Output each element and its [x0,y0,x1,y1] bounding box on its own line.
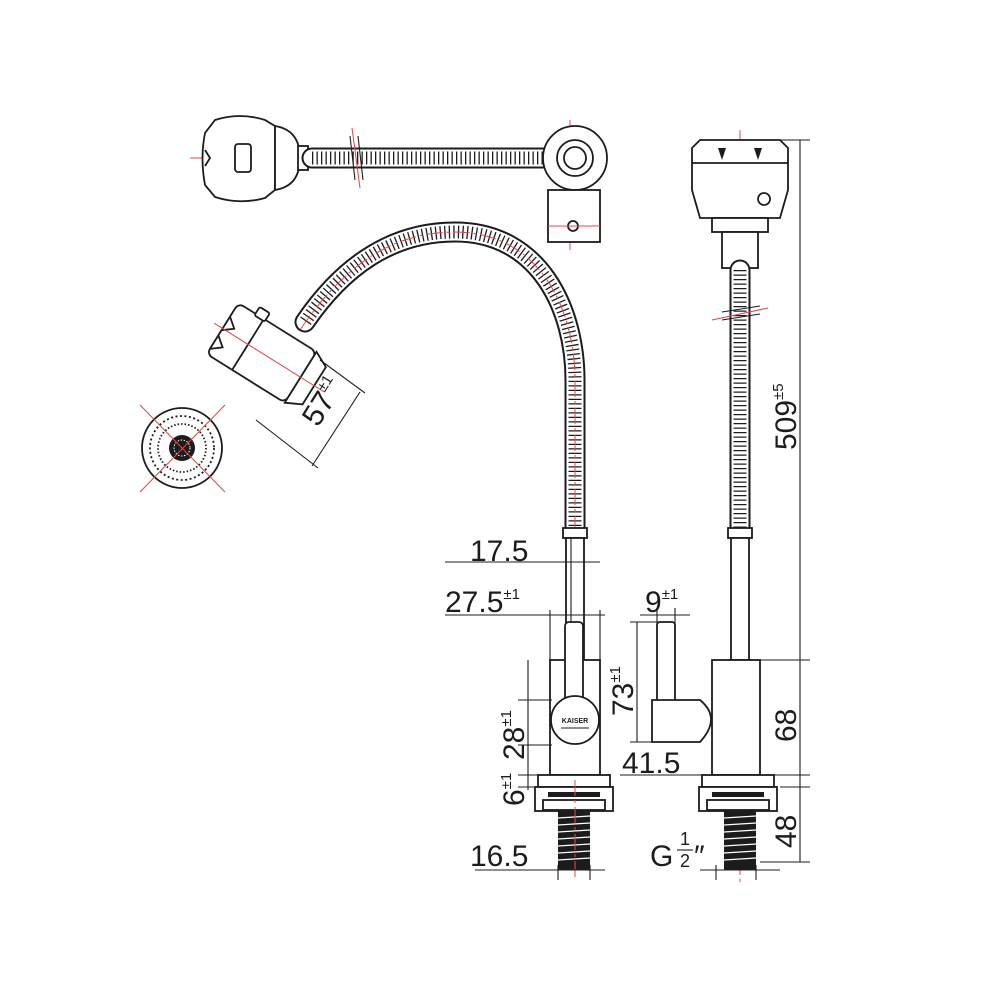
dim-68: 68 [770,709,803,742]
svg-text:27.5±1: 27.5±1 [445,586,520,619]
dim-6-tol: ±1 [498,773,515,790]
dim-28-value: 28 [498,727,531,760]
dim-57-tol: ±1 [314,372,337,395]
dim-6-value: 6 [498,789,531,806]
dim-27-5-value: 27.5 [445,586,503,619]
dim-41-5: 41.5 [622,747,680,780]
svg-text:9±1: 9±1 [645,586,678,619]
dim-thread-den: 2 [680,851,690,871]
top-view [190,115,608,250]
svg-text:6±1: 6±1 [498,773,531,806]
logo-text: KAISER [562,718,588,725]
dim-9-value: 9 [645,586,662,619]
dim-9-tol: ±1 [662,586,679,603]
dim-thread: G 1 2 ″ [650,829,705,873]
dim-thread-unit: ″ [694,840,705,873]
dimension-lines [255,139,810,880]
dim-28-tol: ±1 [498,710,515,727]
dim-17-5: 17.5 [470,535,528,568]
dim-48: 48 [770,815,803,848]
dim-16-5: 16.5 [470,840,528,873]
side-view [651,130,789,885]
aerator-view [139,404,226,493]
dim-73-value: 73 [607,683,640,716]
svg-text:509±5: 509±5 [770,383,803,450]
dim-thread-prefix: G [650,840,673,873]
svg-text:28±1: 28±1 [498,710,531,760]
dim-509-value: 509 [770,400,803,450]
front-view: KAISER [208,221,614,880]
dim-27-5-tol: ±1 [503,586,520,603]
dim-thread-num: 1 [680,829,690,849]
dim-73-tol: ±1 [607,666,624,683]
svg-text:73±1: 73±1 [607,666,640,716]
dim-509-tol: ±5 [770,383,787,400]
